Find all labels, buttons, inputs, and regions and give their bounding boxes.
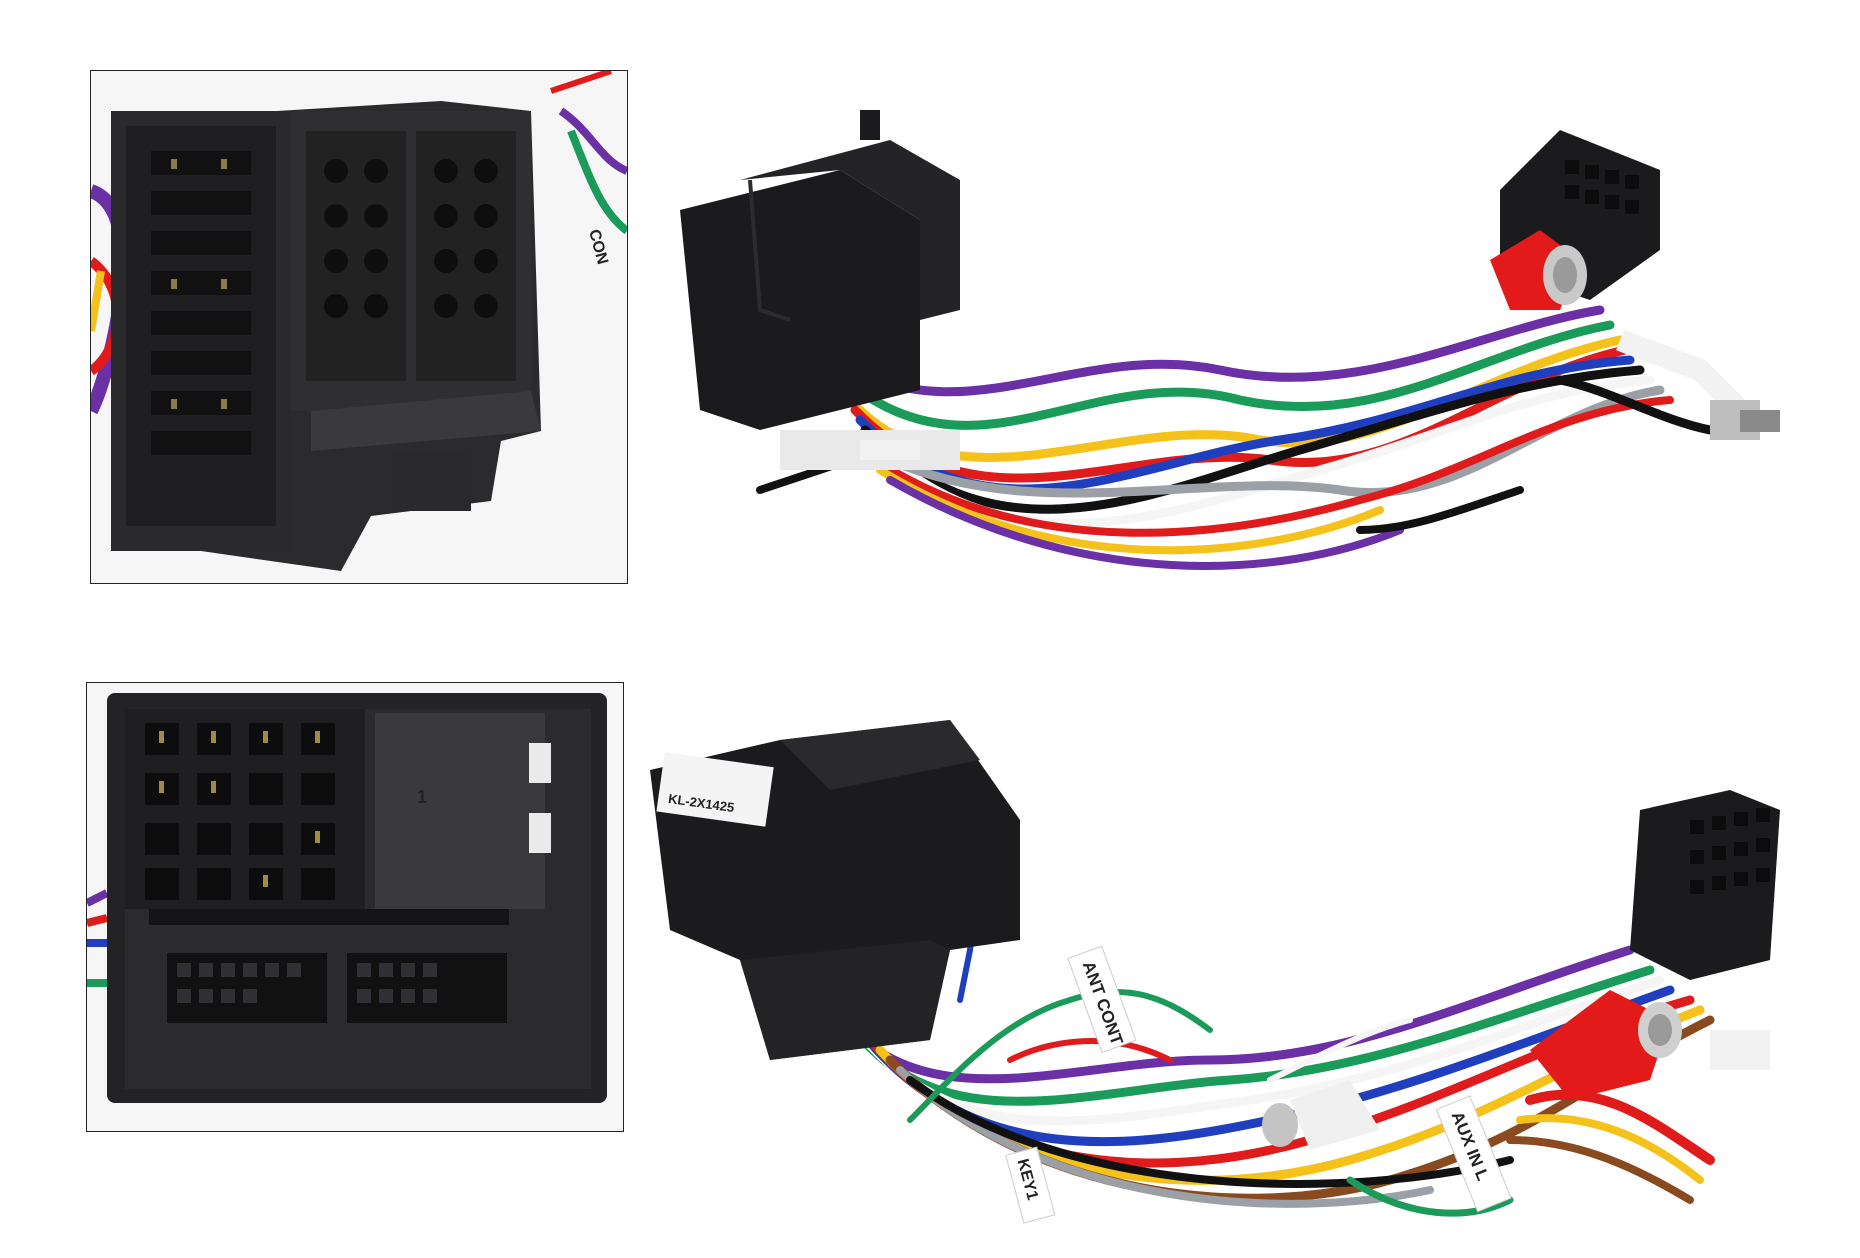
quadlock-connector-closeup-image: 1 bbox=[87, 683, 623, 1131]
quadlock-connector-closeup-frame: 1 bbox=[86, 682, 624, 1132]
pin-one-mark: 1 bbox=[417, 787, 427, 807]
quadlock-harness-image: KL-2X1425 ANT CONT AUX IN L bbox=[650, 720, 1780, 1224]
iso-connector-closeup-image: CON bbox=[91, 71, 627, 583]
quadlock-harness-photo: KL-2X1425 ANT CONT AUX IN L bbox=[650, 700, 1810, 1240]
iso-harness-photo bbox=[660, 110, 1810, 590]
iso-harness-image bbox=[680, 110, 1780, 570]
iso-connector-closeup-frame: CON bbox=[90, 70, 628, 584]
